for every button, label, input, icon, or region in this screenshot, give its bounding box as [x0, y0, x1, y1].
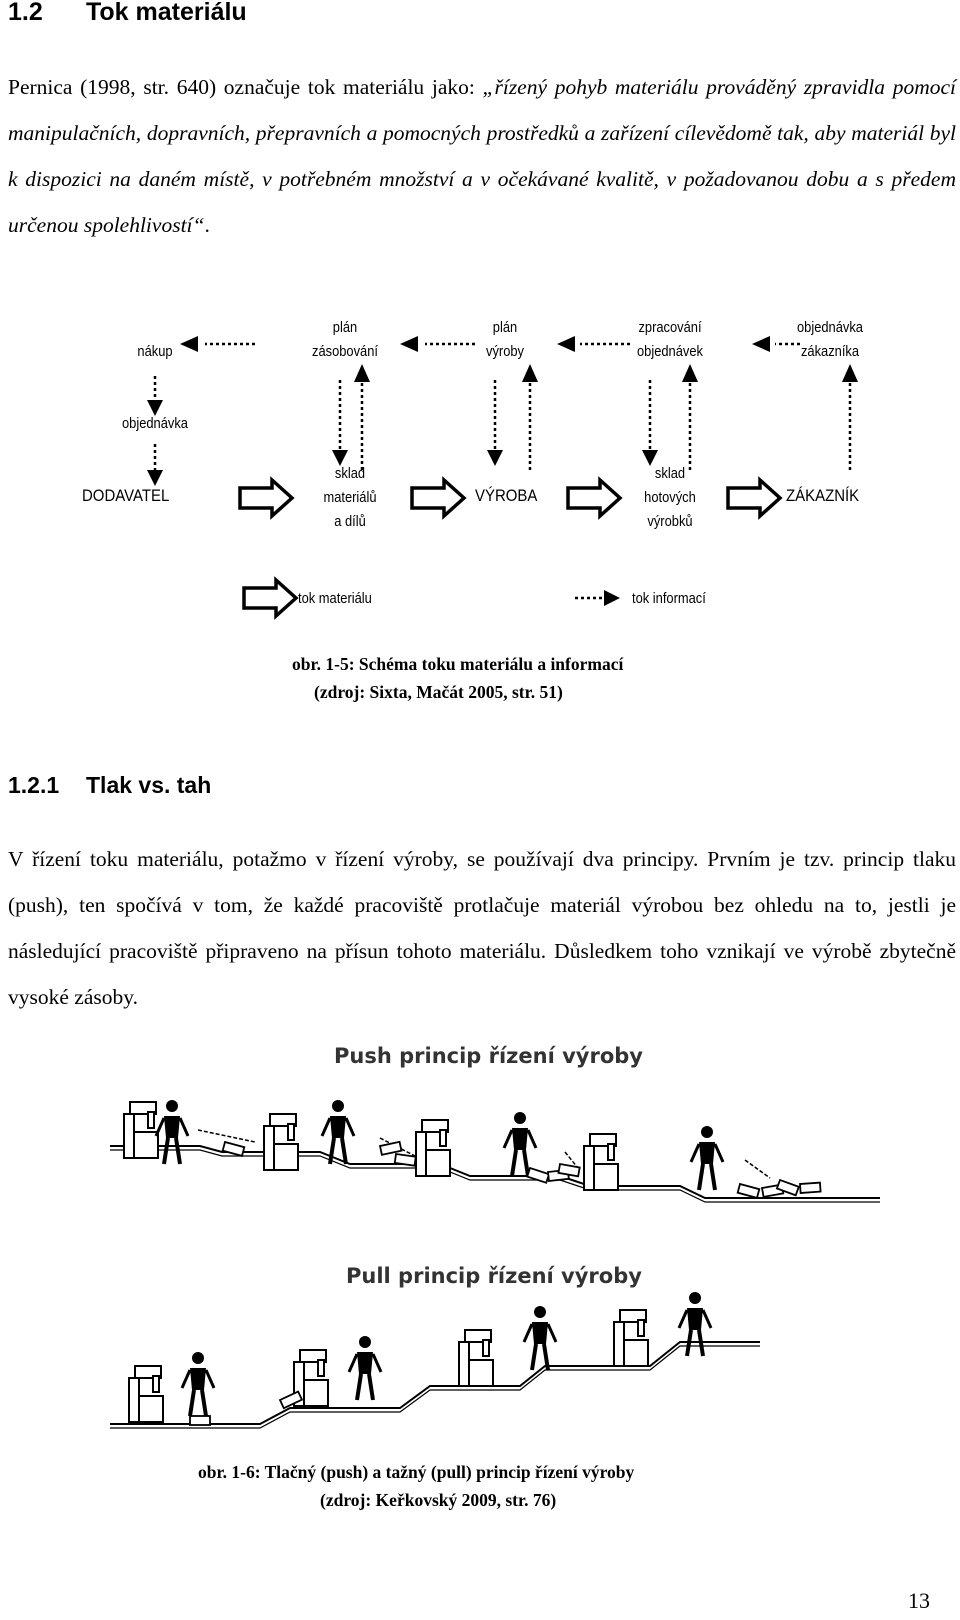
label-objednavka: objednávka: [121, 415, 188, 432]
push-figure-title: Push princip řízení výroby: [334, 1044, 643, 1068]
legend-material-arrow: [242, 576, 299, 620]
diagram-arrows: [147, 336, 858, 620]
node-vyroba: VÝROBA: [475, 486, 538, 505]
material-arrow-1: [238, 476, 295, 520]
label-sklad-hotovych: sklad hotových výrobků: [644, 465, 696, 530]
legend-material-label: tok materiálu: [298, 590, 372, 607]
paragraph-intro: Pernica (1998, str. 640) označuje tok ma…: [8, 75, 483, 99]
pull-figure-title: Pull princip řízení výroby: [346, 1264, 642, 1288]
label-nakup: nákup: [137, 343, 173, 360]
page-number: 13: [908, 1588, 930, 1613]
figure2-caption-line2: (zdroj: Keřkovský 2009, str. 76): [320, 1490, 557, 1510]
label-objednavka-zakaznika: objednávka zákazníka: [796, 319, 863, 360]
label-zpracovani-objednavek: zpracování objednávek: [636, 319, 703, 360]
material-arrow-2: [410, 476, 467, 520]
figure1-caption-line2: (zdroj: Sixta, Mačát 2005, str. 51): [314, 682, 563, 702]
material-flow-diagram: nákup objednávka plán zásobování plán vý…: [0, 319, 960, 630]
material-arrow-3: [566, 476, 623, 520]
section-number: 1.2: [8, 0, 43, 26]
figure2-caption-line1: obr. 1-6: Tlačný (push) a tažný (pull) p…: [198, 1462, 635, 1482]
figure1-caption-line1: obr. 1-5: Schéma toku materiálu a inform…: [292, 654, 624, 674]
section-title: Tok materiálu: [86, 0, 247, 26]
paragraph-tok-materialu: Pernica (1998, str. 640) označuje tok ma…: [8, 64, 956, 248]
section-heading: 1.2 Tok materiálu: [8, 0, 247, 27]
material-arrow-4: [726, 476, 783, 520]
paragraph-end: .: [204, 213, 210, 237]
label-plan-zasobovani: plán zásobování: [311, 319, 378, 360]
paragraph-quote: „řízený pohyb materiálu prováděný zpravi…: [8, 75, 956, 237]
subsection-heading: 1.2.1 Tlak vs. tah: [8, 772, 211, 799]
node-zakaznik: ZÁKAZNÍK: [786, 486, 860, 505]
subsection-title: Tlak vs. tah: [86, 772, 212, 798]
subsection-number: 1.2.1: [8, 772, 60, 798]
node-dodavatel: DODAVATEL: [82, 486, 170, 505]
pull-scene: [110, 1290, 760, 1429]
label-sklad-materialu: sklad materiálů a dílů: [323, 465, 377, 530]
legend-info-label: tok informací: [632, 590, 706, 607]
push-pull-illustration: [110, 1098, 880, 1429]
paragraph-tlak-vs-tah: V řízení toku materiálu, potažmo v řízen…: [8, 847, 956, 1009]
push-scene: [110, 1098, 880, 1203]
label-plan-vyroby: plán výroby: [485, 319, 525, 360]
